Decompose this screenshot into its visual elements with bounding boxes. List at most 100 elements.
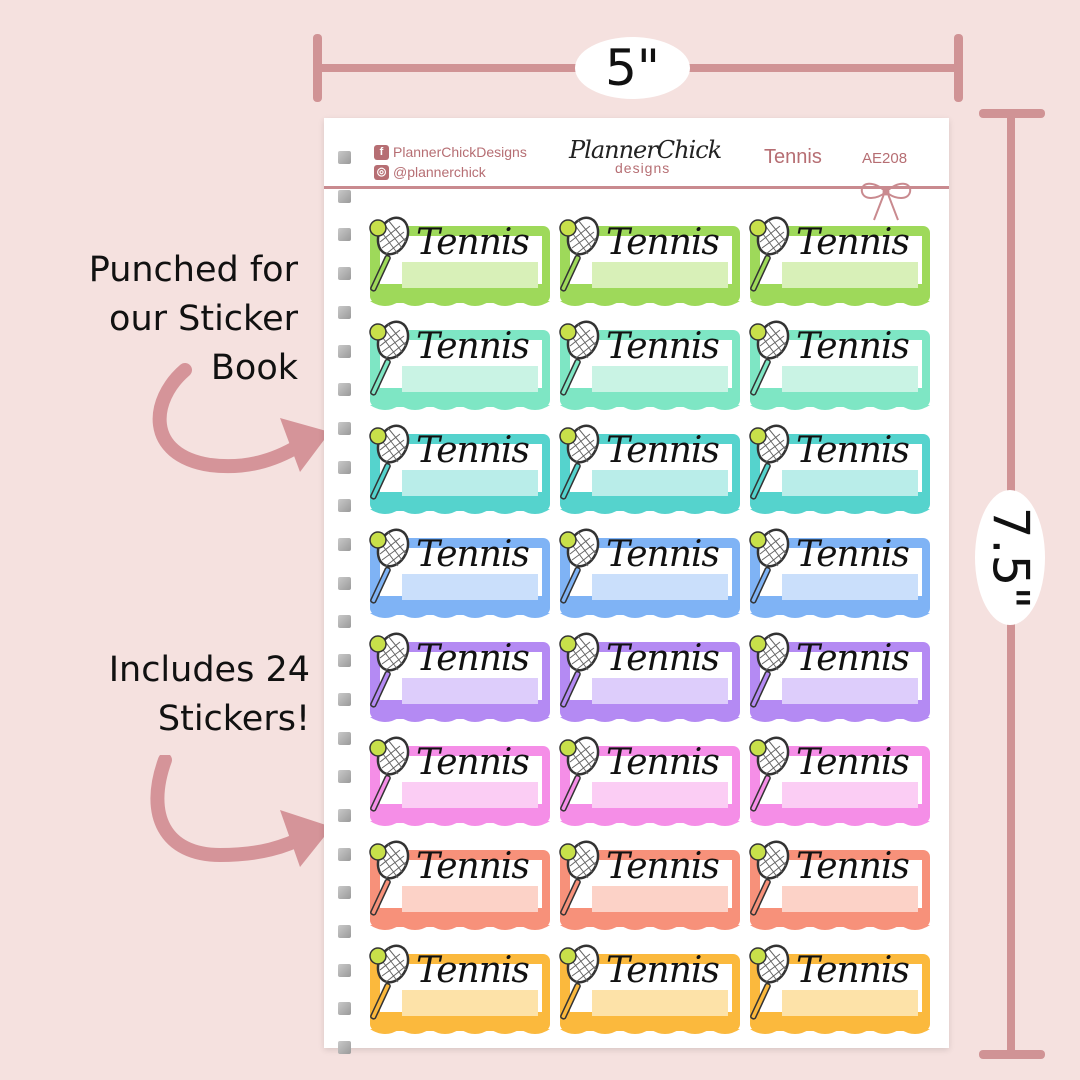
tennis-ball-icon [559,427,577,445]
sticker-scallop-edge [560,301,740,306]
facebook-handle: PlannerChickDesigns [393,144,527,160]
tennis-ball-icon [559,219,577,237]
punch-hole [338,925,351,938]
tennis-sticker: Tennis [749,320,930,410]
punch-hole [338,151,351,164]
punch-hole [338,344,351,358]
sticker-scallop-edge [370,405,550,410]
brand-logo-line1: PlannerChick [569,136,722,164]
sticker-word: Tennis [606,534,720,575]
sticker-word: Tennis [796,742,910,783]
sticker-word: Tennis [606,326,720,367]
tennis-racket-icon [749,528,790,604]
punch-hole [338,267,351,281]
punch-hole [338,305,351,319]
tennis-racket-icon [369,944,410,1020]
punch-hole [338,692,351,706]
tennis-racket-icon [749,944,790,1020]
sticker-writing-box [592,990,728,1016]
sticker-writing-box [782,574,918,600]
tennis-sticker: Tennis [559,840,740,930]
sticker-scallop-edge [370,1029,550,1034]
sticker-writing-box [592,366,728,392]
sticker-word: Tennis [416,222,530,263]
facebook-handle-row: f PlannerChickDesigns [374,144,527,160]
header-divider [324,186,949,189]
tennis-racket-icon [369,320,410,396]
sticker-writing-box [402,886,538,912]
punch-hole [338,886,351,900]
tennis-racket-icon [749,424,790,500]
sticker-word: Tennis [416,846,530,887]
sticker-word: Tennis [796,430,910,471]
tennis-racket-icon [749,216,790,292]
tennis-sticker: Tennis [559,528,740,618]
tennis-sticker: Tennis [559,216,740,306]
tennis-racket-icon [559,528,600,604]
includes-callout: Includes 24 Stickers! [0,646,310,744]
sticker-writing-box [592,574,728,600]
sticker-scallop-edge [560,717,740,722]
tennis-racket-icon [369,216,410,292]
sticker-word: Tennis [606,742,720,783]
punched-callout-line2: our Sticker [109,299,298,339]
punch-hole [338,499,351,513]
punch-hole [338,228,351,242]
tennis-ball-icon [749,323,767,341]
punch-hole [338,615,351,629]
tennis-racket-icon [749,320,790,396]
tennis-racket-icon [559,736,600,812]
sticker-word: Tennis [796,326,910,367]
tennis-ball-icon [559,323,577,341]
sticker-writing-box [782,470,918,496]
sticker-writing-box [402,990,538,1016]
arrow-icon [152,363,330,474]
arrow-icon [150,755,332,867]
punch-hole [338,576,351,590]
punch-hole [338,847,351,861]
sticker-word: Tennis [606,846,720,887]
sticker-scallop-edge [750,821,930,826]
instagram-handle: @plannerchick [393,164,486,180]
sticker-scallop-edge [560,1029,740,1034]
tennis-ball-icon [369,531,387,549]
tennis-ball-icon [749,635,767,653]
sticker-word: Tennis [416,950,530,991]
sticker-scallop-edge [560,613,740,618]
tennis-ball-icon [369,635,387,653]
tennis-ball-icon [749,531,767,549]
tennis-racket-icon [749,736,790,812]
sticker-sheet: f PlannerChickDesigns ◎ @plannerchick Pl… [324,118,949,1055]
tennis-ball-icon [559,531,577,549]
tennis-sticker: Tennis [559,320,740,410]
tennis-ball-icon [749,219,767,237]
sticker-writing-box [592,262,728,288]
sticker-writing-box [402,574,538,600]
sticker-writing-box [782,262,918,288]
height-ruler-top-cap [979,109,1045,118]
sticker-writing-box [782,678,918,704]
tennis-sticker: Tennis [559,944,740,1034]
sheet-title: Tennis [764,146,822,168]
tennis-sticker: Tennis [559,736,740,826]
sticker-scallop-edge [560,405,740,410]
tennis-ball-icon [369,323,387,341]
tennis-ball-icon [749,427,767,445]
instagram-handle-row: ◎ @plannerchick [374,164,486,180]
sticker-scallop-edge [750,1029,930,1034]
sticker-word: Tennis [416,534,530,575]
sticker-scallop-edge [370,613,550,618]
tennis-ball-icon [749,739,767,757]
sticker-word: Tennis [606,222,720,263]
punch-hole [338,460,351,474]
bow-icon [860,182,912,221]
tennis-sticker: Tennis [749,840,930,930]
sticker-scallop-edge [750,925,930,930]
tennis-sticker: Tennis [749,528,930,618]
sticker-scallop-edge [560,821,740,826]
sticker-word: Tennis [606,430,720,471]
sticker-word: Tennis [416,638,530,679]
sticker-scallop-edge [560,509,740,514]
tennis-sticker: Tennis [749,216,930,306]
tennis-racket-icon [369,632,410,708]
